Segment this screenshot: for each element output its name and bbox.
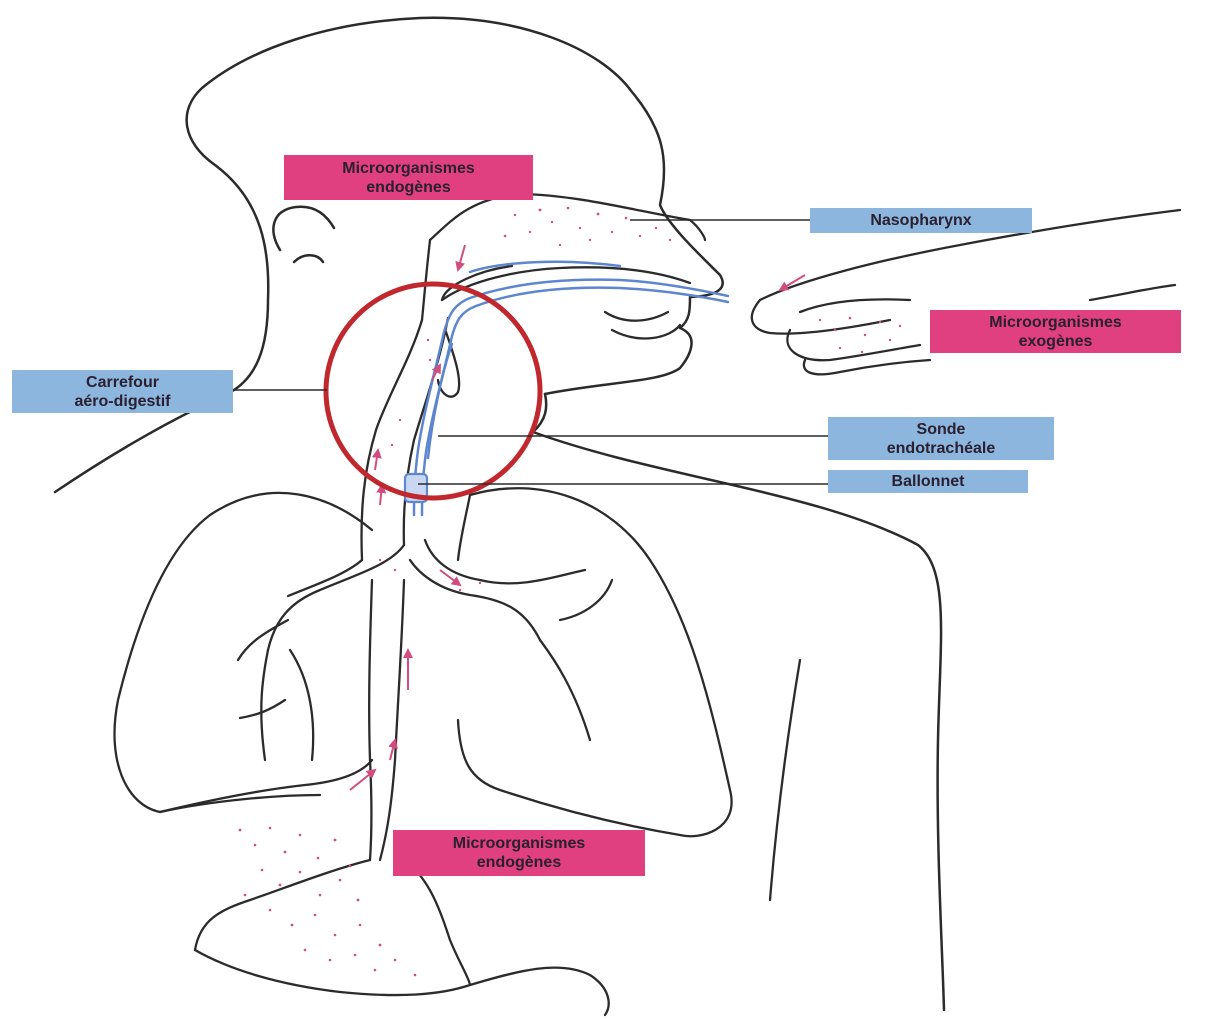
label-line: Microorganismes <box>453 834 585 853</box>
label-line: aéro-digestif <box>74 392 170 411</box>
label-line: Nasopharynx <box>870 211 971 230</box>
airway-outline <box>238 318 612 860</box>
lungs-stomach-outline <box>114 488 800 1015</box>
endotracheal-tube <box>405 262 728 515</box>
label-nasopharynx: Nasopharynx <box>810 208 1032 233</box>
nasopharynx-shape <box>422 194 705 338</box>
label-line: Microorganismes <box>342 159 474 178</box>
label-line: endogènes <box>366 178 450 197</box>
label-line: exogènes <box>1019 332 1093 351</box>
label-line: Ballonnet <box>892 472 965 491</box>
label-line: Sonde <box>917 420 966 439</box>
label-microorganismes-endogenes-bottom: Microorganismes endogènes <box>393 830 645 876</box>
label-carrefour-aero-digestif: Carrefour aéro-digestif <box>12 370 233 413</box>
label-ballonnet: Ballonnet <box>828 470 1028 493</box>
label-line: Microorganismes <box>989 313 1121 332</box>
label-microorganismes-endogenes-top: Microorganismes endogènes <box>284 155 533 200</box>
highlight-circle-icon <box>326 284 540 498</box>
label-sonde-endotracheale: Sonde endotrachéale <box>828 417 1054 460</box>
label-line: endogènes <box>477 853 561 872</box>
label-line: Carrefour <box>86 373 159 392</box>
label-line: endotrachéale <box>887 439 995 458</box>
label-microorganismes-exogenes: Microorganismes exogènes <box>930 310 1181 353</box>
